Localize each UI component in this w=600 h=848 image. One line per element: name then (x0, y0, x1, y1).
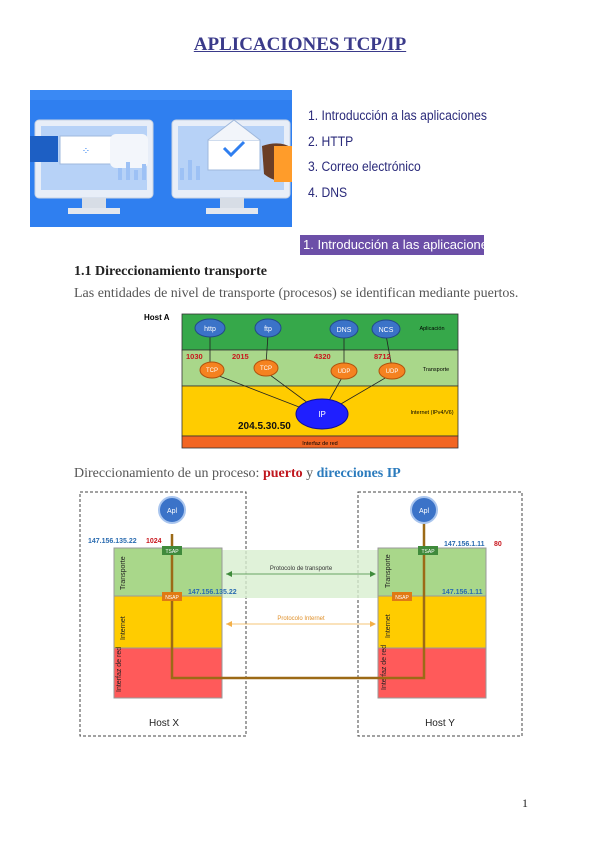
ip-label: IP (318, 410, 326, 419)
host-y-interface (377, 647, 487, 699)
host-label: Host A (144, 313, 170, 322)
apl-node-y (410, 496, 438, 524)
figure-caption: Direccionamiento de un proceso: puerto y… (74, 466, 401, 481)
host-y-transport (377, 547, 487, 597)
layer-label: Internet (385, 614, 392, 638)
hero-illustration: ⁘ (30, 90, 292, 227)
port-label: 2015 (232, 352, 249, 361)
app-ncs-label: NCS (379, 327, 394, 334)
layer-label: Transporte (385, 554, 392, 588)
subsection-heading: 1.1 Direccionamiento transporte (74, 264, 267, 279)
data-path (170, 520, 426, 680)
ip-label: 147.156.135.22 (188, 589, 237, 596)
app-dns-label: DNS (337, 327, 352, 334)
apl-node-x (158, 496, 186, 524)
apl-label: Apl (167, 508, 178, 515)
toc-item[interactable]: 3. Correo electrónico (308, 159, 421, 174)
host-x-transport (113, 547, 223, 597)
ip-node (295, 398, 349, 430)
layer-iface-label: Interfaz de red (302, 441, 337, 447)
svg-text:⁘: ⁘ (82, 146, 90, 157)
page-title: APLICACIONES TCP/IP (193, 34, 407, 55)
transport-udp-label: UDP (338, 369, 351, 375)
host-x-box (79, 491, 247, 737)
layer-label: Internet (120, 616, 127, 640)
host-xy-diagram: Transporte Internet Interfaz de red Tran… (79, 491, 523, 737)
layer-label: Interfaz de red (116, 647, 123, 692)
port-label: 4320 (314, 352, 331, 361)
port-label: 8712 (374, 352, 391, 361)
layer-internet-label: Internet (IPv4/V6) (410, 410, 453, 416)
transport-udp-label: UDP (386, 369, 399, 375)
ip-address: 204.5.30.50 (238, 421, 291, 432)
host-a-diagram: Host A Aplicación Transporte Internet (I… (144, 313, 459, 449)
layer-label: Interfaz de red (381, 645, 388, 690)
transport-protocol-label: Protocolo de transporte (270, 566, 333, 572)
host-x-interface (113, 647, 223, 699)
app-http-label: http (204, 326, 216, 333)
port-label: 1030 (186, 352, 203, 361)
layer-transport-label: Transporte (423, 367, 449, 373)
tsap-label: TSAP (165, 549, 179, 555)
transport-tcp-label: TCP (206, 368, 218, 374)
apl-label: Apl (419, 508, 430, 515)
ip-label: 147.156.1.11 (444, 541, 485, 548)
application-layer (181, 313, 459, 351)
internet-protocol-label: Protocolo Internet (277, 616, 325, 622)
ip-label: 147.156.135.22 (88, 538, 137, 545)
host-y-internet (377, 595, 487, 649)
tsap-label: TSAP (421, 549, 435, 555)
host-y-label: Host Y (425, 718, 455, 729)
transport-tcp-label: TCP (260, 366, 272, 372)
port-label: 80 (494, 541, 502, 548)
host-x-internet (113, 595, 223, 649)
host-y-box (357, 491, 523, 737)
layer-app-label: Aplicación (419, 326, 444, 332)
nsap-label: NSAP (395, 595, 409, 601)
toc-item[interactable]: 2. HTTP (308, 133, 354, 149)
toc-item[interactable]: 4. DNS (308, 184, 348, 200)
layer-label: Transporte (120, 556, 127, 590)
port-label: 1024 (146, 538, 162, 545)
transport-layer (181, 349, 459, 387)
nsap-label: NSAP (165, 595, 179, 601)
host-x-label: Host X (149, 718, 179, 729)
toc-item[interactable]: 1. Introducción a las aplicaciones (308, 108, 487, 123)
interface-layer (181, 435, 459, 449)
table-of-contents: 1. Introducción a las aplicaciones 2. HT… (308, 108, 507, 210)
ip-label: 147.156.1.11 (442, 589, 483, 596)
computers-exchange-image: ⁘ (30, 90, 292, 227)
body-paragraph: Las entidades de nivel de transporte (pr… (74, 286, 519, 301)
section-heading-band: 1. Introducción a las aplicaciones (300, 235, 484, 255)
app-ftp-label: ftp (264, 326, 272, 333)
page-number: 1 (522, 796, 528, 810)
